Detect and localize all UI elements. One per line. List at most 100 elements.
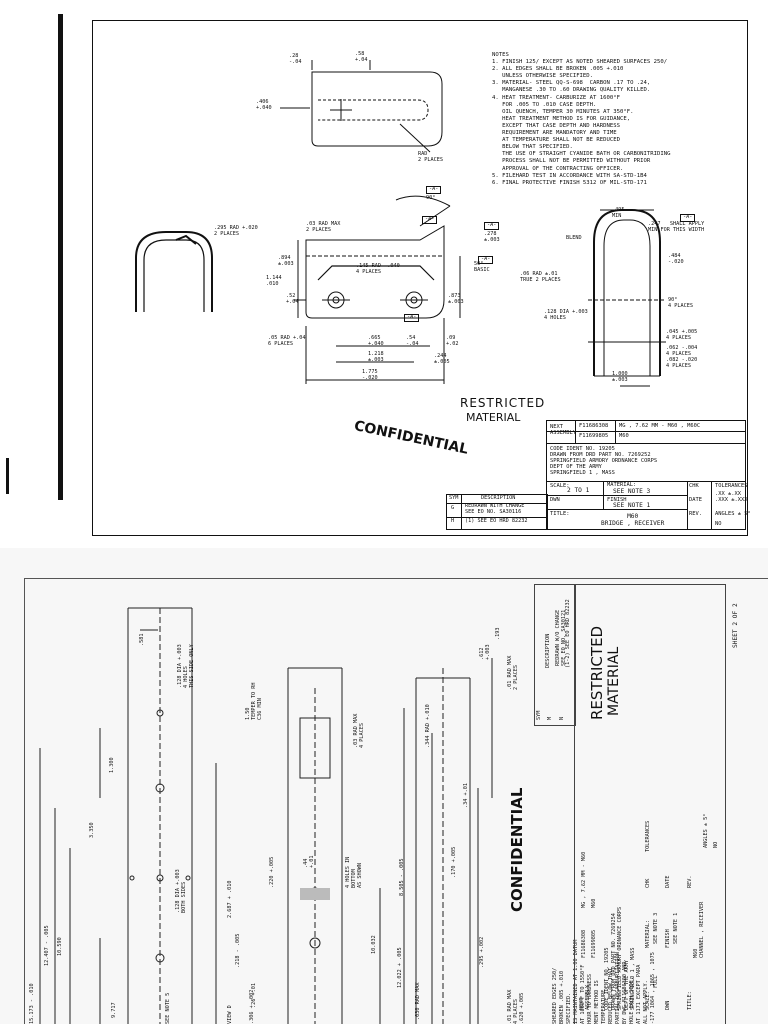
dim-244: .244 ±.005 <box>434 353 450 365</box>
dim-1144: 1.144 .010 <box>266 275 282 287</box>
dim-1218: 1.218 ±.003 <box>368 351 384 363</box>
note-line: 3. MATERIAL- STEEL QQ-S-698 CARBON .17 T… <box>492 80 651 87</box>
front-view-outline <box>305 225 445 319</box>
datum-a-3: -A- <box>484 222 500 230</box>
dim-150-temper: 1.50 TEMPER TO RH C36 MIN <box>245 682 263 720</box>
dim-612: .612 +.003 <box>479 644 491 660</box>
dim-44: .44 +.01 <box>303 855 315 869</box>
drawing-sheet-channel-receiver: 15.173 - .010 12.407 - .005 10.590 9.717… <box>0 548 768 1024</box>
dim-52: .52 +.04 <box>286 293 299 305</box>
dim-145-rad: .145 RAD -.040 4 PLACES <box>356 263 400 275</box>
dim-90-4-places: 90° 4 PLACES <box>668 297 693 309</box>
dim-128-dia: .128 DIA +.003 4 HOLES <box>544 309 588 321</box>
side-profile-left <box>135 231 213 312</box>
dim-1000: 1.000 ±.003 <box>612 371 628 383</box>
material-stamp: MATERIAL <box>466 411 521 424</box>
dim-01-rad: .01 RAD MAX 2 PLACES <box>507 655 519 690</box>
dim-220: .220 +.005 <box>269 856 275 888</box>
dim-90-deg: 90° <box>426 195 436 201</box>
note-line: APPROVAL OF THE CONTRACTING OFFICER. <box>492 165 624 172</box>
scan-edge-mark <box>6 458 9 494</box>
dim-030-rad: .030 RAD MAX <box>415 982 421 1020</box>
dim-344-rad: .344 RAD +.010 <box>425 704 431 748</box>
dim-58: .58 +.04 <box>355 51 368 63</box>
finish-value: SEE NOTE 1 <box>613 502 651 509</box>
next-assembly-row: NEXT ASSEMBLY F11686308 F11699805 MG , 7… <box>547 421 745 444</box>
bridge-views <box>135 60 666 387</box>
revision-table: SYM DESCRIPTION G REDRAWN WITH CHANGE SE… <box>446 494 548 530</box>
tolerance-angles: ANGLES ± 5° <box>715 511 751 517</box>
note-line: BELOW THAT SPECIFIED. <box>492 144 573 151</box>
drawing-border-2 <box>24 578 768 1024</box>
scale-value: 2 TO 1 <box>567 487 590 494</box>
revision-row-n: (1-2) SEE EO HRD 82232 <box>565 599 571 668</box>
dim-28: .28 -.04 <box>289 53 302 65</box>
dim-06-rad: .06 RAD ±.01 TRUE 2 PLACES <box>520 271 561 283</box>
tolerance-angles-2: ANGLES ± 5° <box>703 813 709 848</box>
note-line: 2. ALL EDGES SHALL BE BROKEN .005 +.010 <box>492 66 624 73</box>
dim-193: .193 <box>495 627 501 641</box>
dim-495: .495 MIN <box>612 207 625 219</box>
tolerance-values: .XX ±.XX .XXX ±.XXX <box>715 491 748 504</box>
note-line: THE USE OF STRAIGHT CYANIDE BATH OR CARB… <box>492 151 671 158</box>
restricted-stamp: RESTRICTED <box>460 396 546 410</box>
revision-table-2 <box>534 584 576 726</box>
dim-1300: 1.300 <box>109 757 115 773</box>
label-view-d: VIEW D <box>227 1005 233 1024</box>
note-line: NOTES <box>492 52 509 58</box>
dim-170: .170 +.005 <box>451 846 457 878</box>
part-title-2: M60 CHANNEL , RECEIVER <box>693 901 705 958</box>
dim-03-rad: .03 RAD MAX 2 PLACES <box>306 221 341 233</box>
material-value: SEE NOTE 3 <box>613 488 651 495</box>
dim-50-basic: 50° BASIC <box>474 261 490 273</box>
note-line: HEAT TREATMENT METHOD IS FOR GUIDANCE, <box>492 115 631 122</box>
dim-062: .062 -.004 4 PLACES <box>666 345 698 357</box>
note-line: 6. FINAL PROTECTIVE FINISH 5312 OF MIL-S… <box>492 179 647 186</box>
confidential-stamp-2: CONFIDENTIAL <box>508 787 526 912</box>
drawing-border <box>92 20 748 536</box>
dim-247: .247 SHALL APPLY MIN FOR THIS WIDTH <box>648 221 705 233</box>
finish-value-2: SEE NOTE 1 <box>673 912 679 944</box>
dim-082: .082 -.020 4 PLACES <box>666 357 698 369</box>
plan-view-outline <box>311 71 443 147</box>
dim-873: .873 ±.003 <box>448 293 464 305</box>
note-line: 1. FINISH 125/ EXCEPT AS NOTED SHEARED S… <box>492 59 668 66</box>
dim-rad-2-places: RAD 2 PLACES <box>418 151 443 163</box>
note-line: REQUIREMENT ARE MANDATORY AND TIME <box>492 130 617 137</box>
dim-894: .894 ±.003 <box>278 255 294 267</box>
dim-12022: 12.022 + .005 <box>397 947 403 988</box>
dim-045: .045 +.005 4 PLACES <box>666 329 698 341</box>
note-line: 5. FILEHARD TEST IN ACCORDANCE WITH SA-S… <box>492 172 647 179</box>
label-blend: BLEND <box>566 235 582 241</box>
datum-a-2: -A- <box>422 216 438 224</box>
dim-4-holes: 4 HOLES IN BOTTOM AS SHOWN <box>345 856 363 888</box>
dim-03-rad-2: .03 RAD MAX 4 PLACES <box>353 713 365 748</box>
tolerances-label-2: TOLERANCES <box>645 820 651 852</box>
dim-218: .218 - .005 <box>235 933 241 968</box>
dim-34: .34 +.01 <box>463 783 469 808</box>
channel-views <box>39 607 493 1024</box>
note-line: OIL QUENCH, TEMPER 30 MINUTES AT 350°F. <box>492 108 634 115</box>
note-line: PROCESS SHALL NOT BE PERMITTED WITHOUT P… <box>492 158 651 165</box>
dim-54: .54 -.04 <box>406 335 419 347</box>
note-line: FOR .005 TO .010 CASE DEPTH. <box>492 101 597 108</box>
note-line: AT TEMPERATURE SHALL NOT BE REDUCED <box>492 137 620 144</box>
scale-value-2: FULL <box>653 975 659 989</box>
note-line: 4. HEAT TREATMENT- CARBURIZE AT 1600°F <box>492 94 620 101</box>
dim-278: .278 ±.003 <box>484 231 500 243</box>
dim-12407: 12.407 - .005 <box>44 925 50 966</box>
dim-3350: 3.350 <box>89 822 95 838</box>
dim-15173: 15.173 - .010 <box>29 983 35 1024</box>
dim-10590: 10.590 <box>57 937 63 956</box>
datum-a-6: -A- <box>680 214 696 222</box>
dim-406: .406 +.040 <box>256 99 272 111</box>
dim-581: .581 <box>139 633 145 647</box>
dim-05-rad: .05 RAD +.04 6 PLACES <box>268 335 306 347</box>
code-ident-block-2: CODE IDENT NO. 19205 DRAWN FROM DRD PART… <box>604 906 636 1010</box>
dim-rad-max-frag: .01 RAD MAX 4 PLACES .620 +.005 <box>507 989 525 1024</box>
datum-a-5: -A- <box>404 314 420 322</box>
datum-a-4: -A- <box>478 256 494 264</box>
note-line: EXCEPT THAT CASE DEPTH AND HARDNESS <box>492 122 620 129</box>
